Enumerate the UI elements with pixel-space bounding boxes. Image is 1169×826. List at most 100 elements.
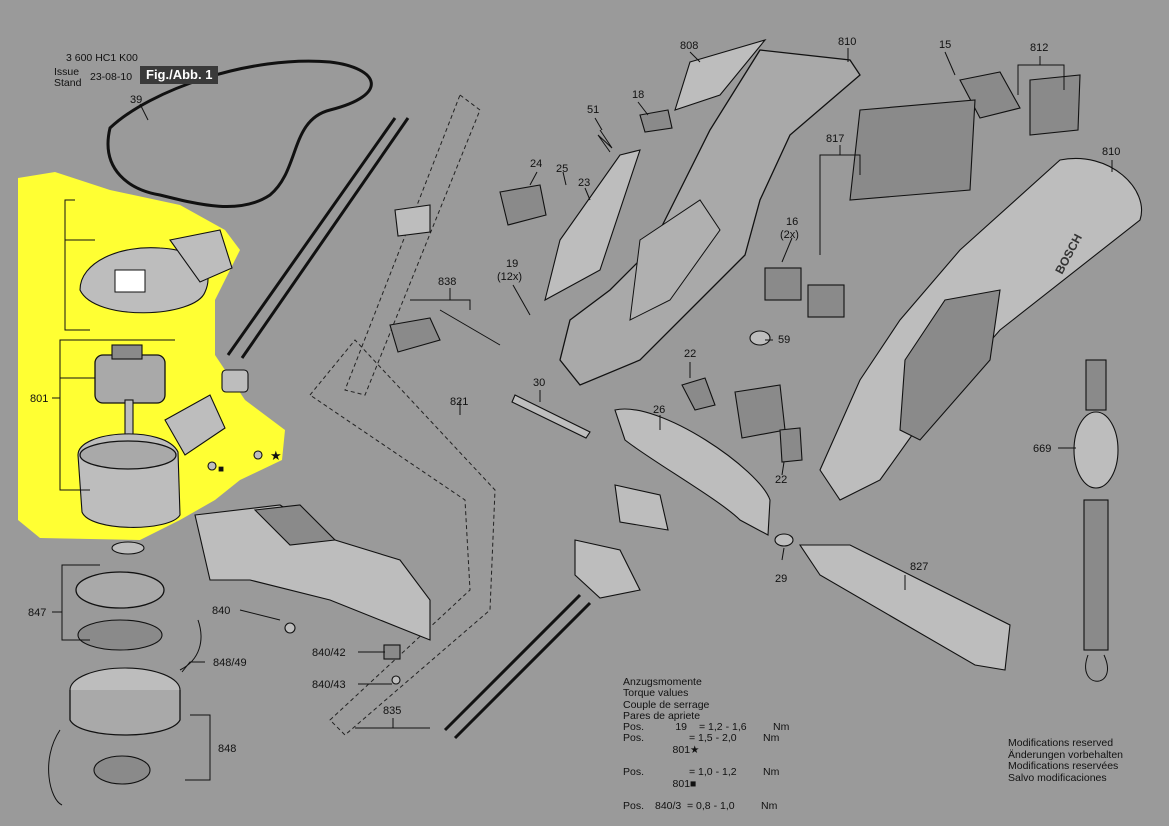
torque-row: Pos. 801■ = 1,0 - 1,2 Nm <box>623 767 789 801</box>
square-marker: ■ <box>218 464 224 475</box>
part-23 <box>544 149 641 302</box>
lower-tube <box>443 593 592 740</box>
part-848-49-label: 848/49 <box>213 657 247 669</box>
torque-pos: Pos. <box>623 721 645 734</box>
part-59-label: 59 <box>778 334 790 346</box>
housing-810-left-window <box>629 199 721 321</box>
torque-title-de: Anzugsmomente <box>623 676 702 688</box>
torque-unit: Nm <box>763 766 780 779</box>
leader-lines <box>52 48 1113 781</box>
torque-unit: Nm <box>763 732 780 745</box>
torque-num-text: 801 <box>672 743 691 756</box>
part-847-label: 847 <box>28 607 46 619</box>
screw-star <box>253 450 263 460</box>
part-25-label: 25 <box>556 163 568 175</box>
tie-838 <box>439 309 501 346</box>
modifications-notice: Modifications reserved Änderungen vorbeh… <box>1008 737 1124 784</box>
torque-num: 19 <box>675 721 687 734</box>
bracket-small <box>394 204 431 237</box>
part-840-42-label: 840/42 <box>312 647 346 659</box>
torque-num: 840/3 <box>655 800 682 813</box>
torque-title-es: Pares de apriete <box>623 709 701 722</box>
part-835-label: 835 <box>383 705 401 717</box>
part-848-label: 848 <box>218 743 236 755</box>
part-840-43-label: 840/43 <box>312 679 346 691</box>
screw-square <box>207 461 217 471</box>
figure-label: Fig./Abb. 1 <box>140 66 219 84</box>
torque-num: 801★ <box>655 733 700 767</box>
housing-810-right-grip <box>899 289 1001 441</box>
part-808 <box>674 38 767 111</box>
part-24-label: 24 <box>530 158 542 170</box>
torque-num-text: 801 <box>672 777 691 790</box>
part-19-qty-label: (12x) <box>497 271 522 283</box>
torque-unit: Nm <box>761 800 778 813</box>
spring-51 <box>597 129 613 153</box>
torque-pos: Pos. <box>623 800 645 813</box>
part-19-label: 19 <box>506 258 518 270</box>
part-669-label: 669 <box>1033 443 1051 455</box>
part-808-label: 808 <box>680 40 698 52</box>
part-51-label: 51 <box>587 104 599 116</box>
screw-840 <box>284 622 296 634</box>
part-30-label: 30 <box>533 377 545 389</box>
handle-827 <box>798 544 1011 671</box>
switch-22c <box>779 427 803 463</box>
torque-pos: Pos. <box>623 766 645 779</box>
part-23-label: 23 <box>578 177 590 189</box>
strap-669 <box>1073 359 1119 682</box>
pad-838 <box>389 317 441 353</box>
torque-value: = 1,2 - 1,6 <box>699 721 747 734</box>
torque-unit: Nm <box>773 721 790 734</box>
torque-num: 801■ <box>655 767 697 801</box>
handle-26 <box>614 408 771 536</box>
part-840-label: 840 <box>212 605 230 617</box>
spool-cover <box>75 541 165 651</box>
doc-number: 3 600 HC1 K00 <box>66 52 138 64</box>
star-marker: ★ <box>270 448 282 463</box>
pad-16b <box>807 284 845 318</box>
modifications-de: Änderungen vorbehalten <box>1008 748 1124 761</box>
torque-table: Anzugsmomente Torque values Couple de se… <box>623 676 790 813</box>
part-26-label: 26 <box>653 404 665 416</box>
part-29-label: 29 <box>775 573 787 585</box>
switch-22a <box>681 377 716 411</box>
part-16-label: 16 <box>786 216 798 228</box>
torque-row: Pos. 801★ = 1,5 - 2,0 Nm <box>623 733 789 767</box>
part-16-qty-label: (2x) <box>780 229 799 241</box>
part-810-right-label: 810 <box>1102 146 1120 158</box>
insert-840-42 <box>383 644 401 660</box>
part-817-label: 817 <box>826 133 844 145</box>
upper-tube <box>226 117 410 359</box>
ring-29 <box>774 533 794 547</box>
modifications-en: Modifications reserved <box>1008 737 1114 749</box>
part-24 <box>499 184 547 226</box>
part-810-top-label: 810 <box>838 36 856 48</box>
part-838-label: 838 <box>438 276 456 288</box>
part-22-lower-label: 22 <box>775 474 787 486</box>
torque-pos: Pos. <box>623 732 645 745</box>
part-18-label: 18 <box>632 89 644 101</box>
issue-label: Issue <box>54 66 80 78</box>
part-821-label: 821 <box>450 396 468 408</box>
part-801-label: 801 <box>30 393 48 405</box>
torque-value: = 0,8 - 1,0 <box>687 800 735 813</box>
ring-59 <box>749 330 771 346</box>
motor-housing <box>77 394 226 528</box>
clamp-part <box>614 484 669 531</box>
torque-value: = 1,0 - 1,2 <box>689 766 737 779</box>
torque-title-fr: Couple de serrage <box>623 698 710 711</box>
issue-date: 23-08-10 <box>90 71 133 83</box>
switch-22b <box>734 384 786 439</box>
part-39-label: 39 <box>130 94 142 106</box>
part-812 <box>1029 74 1081 136</box>
pad-16a <box>764 267 802 301</box>
part-827-label: 827 <box>910 561 928 573</box>
motor-armature <box>94 344 166 451</box>
torque-row: Pos. 840/3 = 0,8 - 1,0 Nm <box>623 800 789 813</box>
stand-label: Stand <box>54 77 82 89</box>
cord-39 <box>106 59 373 208</box>
guard-840 <box>194 504 431 641</box>
part-22-upper-label: 22 <box>684 348 696 360</box>
